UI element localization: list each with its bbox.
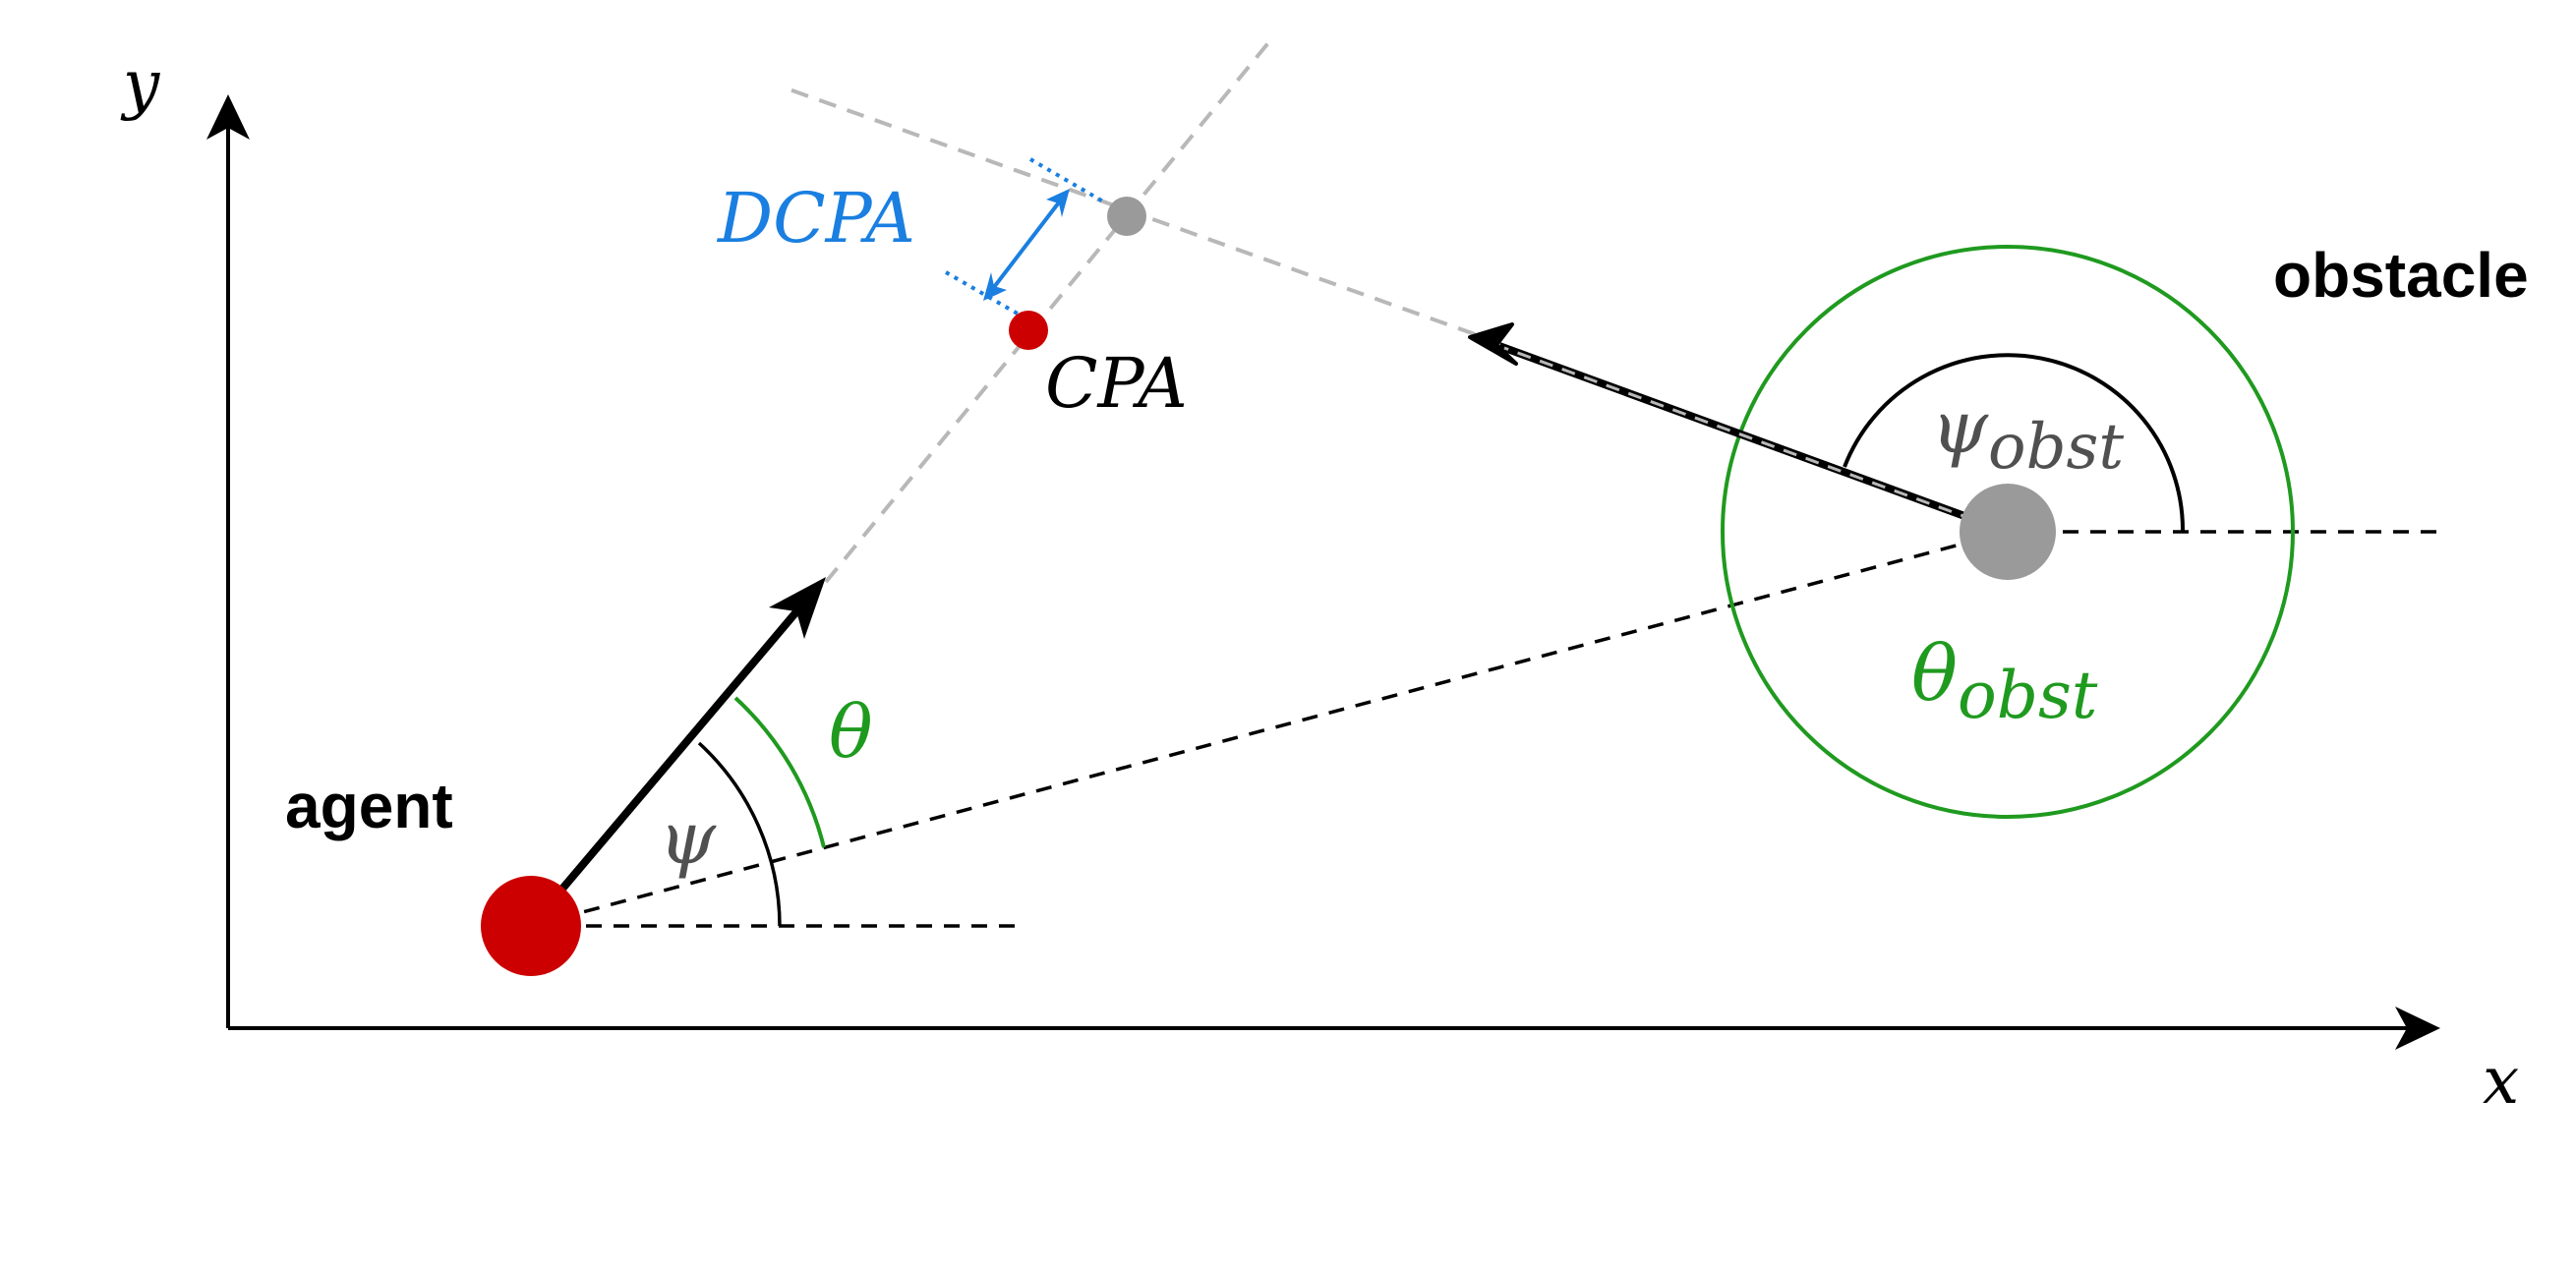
theta-obst-subscript: obst (1958, 658, 2098, 733)
agent-trajectory-extension (824, 37, 1273, 584)
obstacle-marker (1960, 484, 2056, 580)
agent-marker (481, 876, 581, 976)
x-axis-label: x (2483, 1043, 2519, 1119)
psi-label: ψ (659, 796, 717, 881)
x-axis-arrowhead (2395, 1007, 2440, 1050)
theta-label: θ (829, 690, 873, 775)
theta-obst-base: θ (1911, 630, 1958, 719)
line-of-sight (530, 530, 2009, 928)
y-axis-label: y (120, 46, 160, 122)
theta-arc (733, 696, 826, 848)
agent-velocity-arrow (527, 600, 808, 929)
dcpa-arrowhead-top (1046, 189, 1070, 217)
obstacle-label: obstacle (2273, 240, 2529, 311)
agent-cpa-point (1009, 311, 1048, 350)
obstacle-cpa-point (1107, 197, 1146, 236)
psi-arc (697, 741, 782, 927)
psi-obst-base: ψ (1931, 385, 1989, 470)
agent-label: agent (285, 771, 453, 841)
y-axis-arrowhead (206, 94, 250, 140)
obstacle-velocity-arrow-overlay (1503, 346, 1997, 530)
dcpa-tick-bottom (945, 270, 1024, 318)
cpa-label: CPA (1045, 343, 1188, 424)
psi-obst-arc (1843, 353, 2186, 533)
theta-obst-label: θobst (1911, 630, 2098, 733)
theta-obst-circle (1721, 245, 2295, 819)
psi-obst-label: ψobst (1931, 385, 2124, 484)
dcpa-label: DCPA (716, 178, 915, 259)
psi-obst-subscript: obst (1988, 411, 2124, 484)
dcpa-double-arrow (989, 197, 1064, 293)
agent-velocity-arrowhead (769, 577, 826, 639)
obstacle-velocity-arrowhead (1468, 322, 1518, 366)
dcpa-arrowhead-bottom (983, 272, 1007, 301)
dcpa-tick-top (1028, 157, 1105, 203)
